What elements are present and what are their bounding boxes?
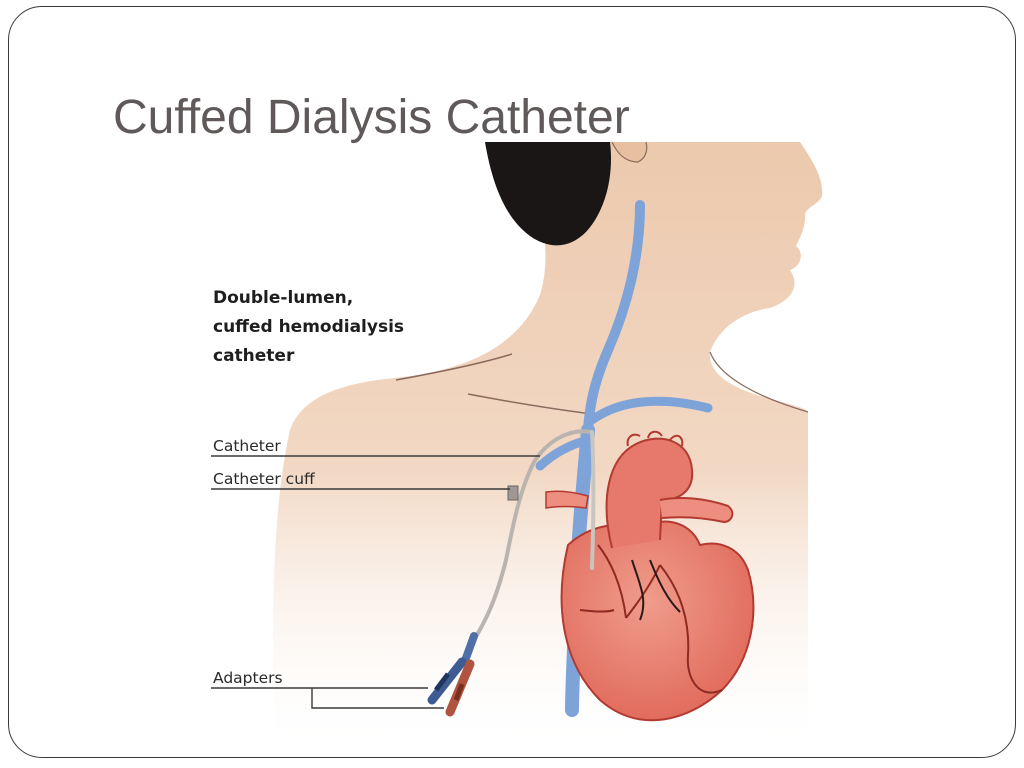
- catheter-label: Catheter: [213, 437, 281, 455]
- ear: [611, 141, 648, 163]
- adapter-blue: [427, 657, 467, 705]
- slide-title: Cuffed Dialysis Catheter: [113, 91, 630, 144]
- neck-line: [709, 351, 809, 413]
- pulmonary-artery-left: [545, 490, 589, 509]
- diagram-heading-line-3: catheter: [213, 346, 295, 366]
- hair: [485, 142, 611, 246]
- heart-valves: [631, 559, 681, 621]
- adapter-connector: [462, 632, 478, 662]
- heart-chambers: [579, 544, 723, 694]
- catheter-cuff-label: Catheter cuff: [213, 470, 315, 488]
- catheter-tube: [472, 429, 594, 642]
- subclavian-vein-right: [587, 396, 713, 425]
- clavicle-line: [395, 353, 513, 381]
- diagram-heading-line-1: Double-lumen,: [213, 288, 353, 308]
- adapters-leader-line: [211, 687, 444, 709]
- catheter-tip: [590, 430, 596, 570]
- aorta-branches: [626, 430, 684, 447]
- adapter-red-clamp: [453, 683, 465, 701]
- adapter-blue-clamp: [434, 672, 450, 692]
- jugular-vein: [583, 200, 645, 435]
- catheter-cuff: [507, 485, 519, 501]
- diagram-heading-line-2: cuffed hemodialysis: [213, 317, 404, 337]
- heart: [545, 430, 755, 722]
- pulmonary-artery: [659, 497, 734, 524]
- adapters: [427, 632, 478, 717]
- adapters-label: Adapters: [213, 669, 283, 687]
- clavicle-line-right: [467, 393, 593, 415]
- aortic-arch: [605, 437, 694, 549]
